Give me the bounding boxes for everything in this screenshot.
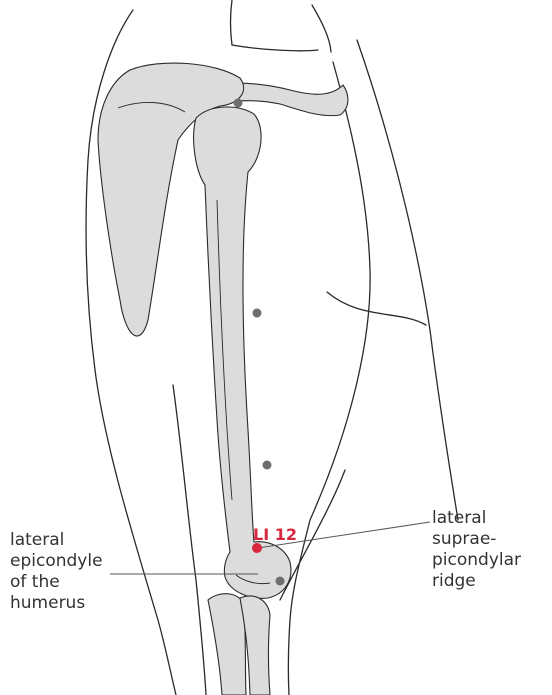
acupoint-marker — [276, 577, 285, 586]
neck-outline — [231, 0, 233, 45]
torso-outline-right — [357, 40, 458, 520]
upper-arm-outline-right — [288, 62, 370, 695]
label-lateral-epicondyle: lateral epicondyle of the humerus — [10, 530, 103, 614]
label-lateral-supraepicondylar-ridge: lateral suprae- picondylar ridge — [432, 508, 521, 592]
neck-right-outline — [312, 5, 331, 52]
arm-outline-left — [173, 385, 206, 695]
chest-fold — [327, 292, 426, 325]
acupoint-marker — [253, 309, 262, 318]
point-label-li12: LI 12 — [253, 525, 297, 544]
acupoint-marker — [234, 99, 243, 108]
shoulder-outline — [232, 45, 318, 51]
acupoint-marker — [263, 461, 272, 470]
radius — [208, 594, 246, 695]
li12-point-marker — [252, 543, 262, 553]
